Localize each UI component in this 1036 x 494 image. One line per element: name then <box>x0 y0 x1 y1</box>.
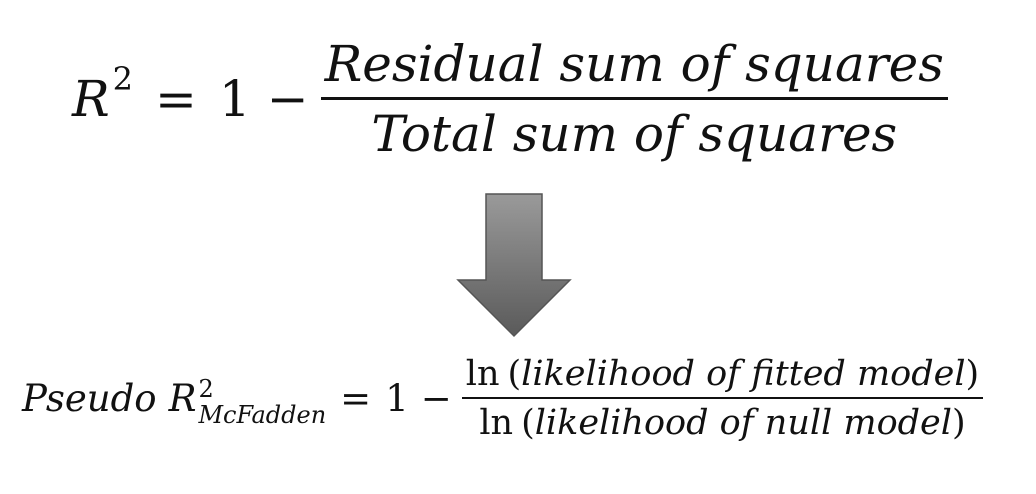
denominator-ln: ln <box>479 402 514 443</box>
numerator-close-paren: ) <box>965 354 980 394</box>
pseudo-lhs: Pseudo R 2 McFadden <box>22 377 327 427</box>
pseudo-r-squared-equation: Pseudo R 2 McFadden = 1 − ln(likelihood … <box>22 356 984 443</box>
r-symbol: R <box>72 70 110 128</box>
numerator-ln: ln <box>465 354 500 394</box>
denominator-open-paren: ( <box>521 402 535 443</box>
numerator-argument: likelihood of fitted model <box>521 354 966 394</box>
pseudo-prefix: Pseudo <box>22 377 157 421</box>
constant-one: 1 <box>218 70 251 128</box>
r-exponent: 2 <box>112 60 134 98</box>
pseudo-r-symbol: R <box>168 377 197 421</box>
fraction-denominator: Total sum of squares <box>371 104 898 163</box>
pseudo-r-symbol-group: R 2 McFadden <box>168 377 327 427</box>
r-squared-lhs: R 2 <box>72 60 133 128</box>
pseudo-r-subscript: McFadden <box>198 400 327 429</box>
r-squared-fraction: Residual sum of squares Total sum of squ… <box>320 35 948 163</box>
pseudo-fraction: ln(likelihood of fitted model) ln(likeli… <box>461 356 984 443</box>
minus-sign: − <box>266 70 309 128</box>
pseudo-equals-sign: = <box>340 377 372 421</box>
arrow-shape <box>456 193 572 338</box>
down-arrow-icon <box>456 193 572 338</box>
pseudo-constant-one: 1 <box>385 377 409 421</box>
pseudo-r-exponent: 2 <box>198 374 214 403</box>
pseudo-denominator: ln(likelihood of null model) <box>475 402 969 443</box>
pseudo-numerator: ln(likelihood of fitted model) <box>462 356 983 393</box>
pseudo-fraction-bar <box>461 396 984 399</box>
fraction-numerator: Residual sum of squares <box>324 35 944 93</box>
r-squared-equation: R 2 = 1 − Residual sum of squares Total … <box>72 38 948 160</box>
numerator-open-paren: ( <box>507 354 522 394</box>
pseudo-minus-sign: − <box>420 377 452 421</box>
equals-sign: = <box>155 70 197 128</box>
fraction-bar <box>320 96 948 100</box>
pseudo-r-scripts: 2 McFadden <box>198 377 326 427</box>
denominator-argument: likelihood of null model <box>534 402 952 443</box>
denominator-close-paren: ) <box>951 402 966 443</box>
